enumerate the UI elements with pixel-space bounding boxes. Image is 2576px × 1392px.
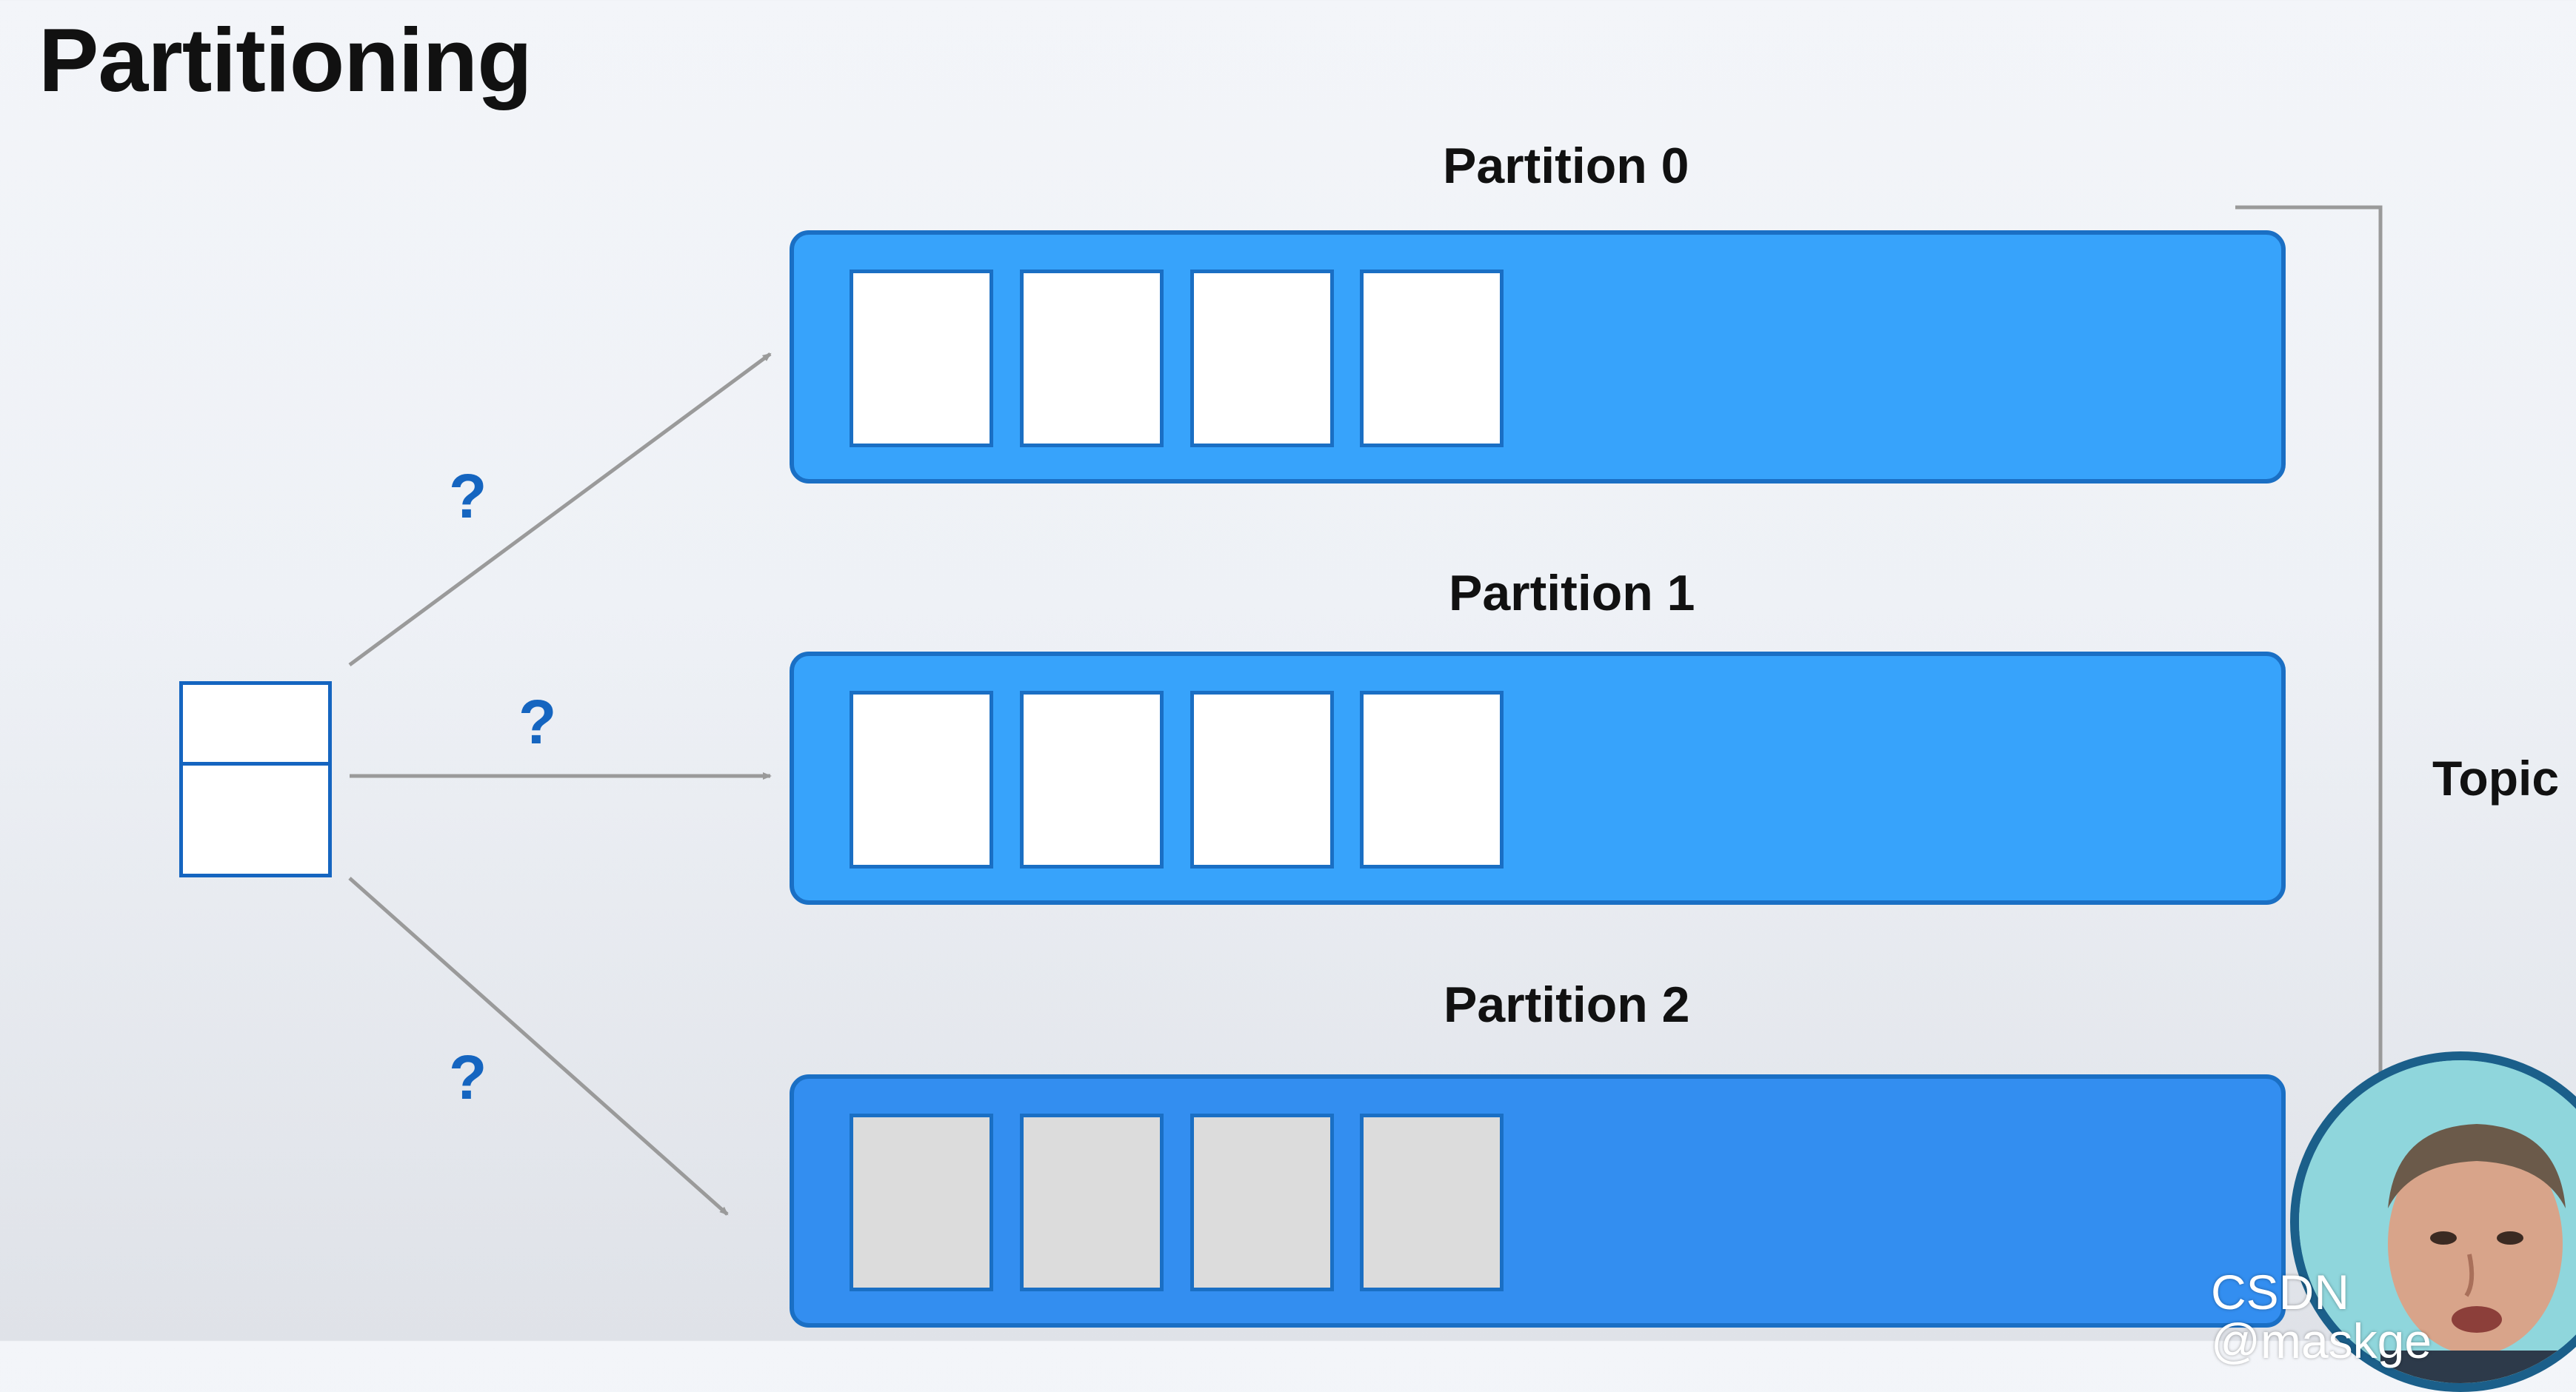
question-mark-1: ?	[518, 687, 557, 757]
record-block	[850, 1114, 993, 1291]
record-block	[1360, 270, 1504, 447]
partition-0-label: Partition 0	[1443, 138, 1689, 194]
message-record	[179, 681, 332, 877]
record-block	[1020, 1114, 1164, 1291]
message-key-divider	[183, 762, 328, 766]
record-block	[850, 691, 993, 869]
question-mark-2: ?	[449, 1043, 487, 1112]
record-block	[850, 270, 993, 447]
arrow-to-partition-0	[348, 352, 772, 667]
partition-0	[790, 230, 2286, 483]
record-block	[1360, 1114, 1504, 1291]
partition-1	[790, 652, 2286, 905]
record-block	[1190, 1114, 1334, 1291]
record-block	[1190, 270, 1334, 447]
watermark: CSDN @maskge	[2211, 1265, 2432, 1368]
record-block	[1190, 691, 1334, 869]
arrow-to-partition-2	[348, 877, 729, 1216]
partition-2-label: Partition 2	[1444, 977, 1690, 1033]
question-mark-0: ?	[449, 461, 487, 531]
topic-label: Topic	[2432, 751, 2560, 806]
page-title: Partitioning	[39, 10, 533, 110]
record-block	[1360, 691, 1504, 869]
record-block	[1020, 691, 1164, 869]
record-block	[1020, 270, 1164, 447]
topic-bracket	[2235, 205, 2383, 1103]
partition-2	[790, 1074, 2286, 1328]
partition-1-label: Partition 1	[1449, 565, 1695, 621]
connectors	[348, 205, 2383, 1216]
